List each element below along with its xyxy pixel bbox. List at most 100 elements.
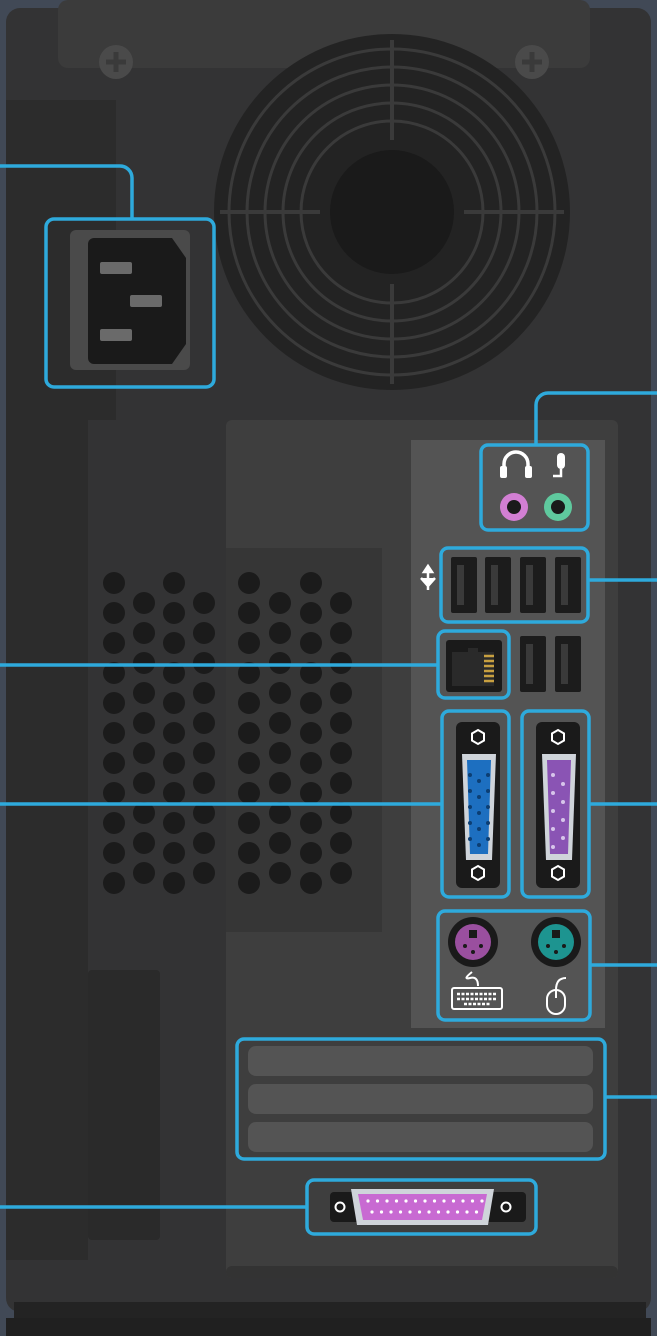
vga-port[interactable]: [456, 722, 500, 888]
vent-hole: [300, 632, 322, 654]
usb-port-2[interactable]: [485, 557, 511, 613]
vent-hole: [103, 872, 125, 894]
serial-pin: [551, 827, 555, 831]
ps2-mouse-port[interactable]: [531, 917, 581, 967]
vga-pin: [486, 821, 490, 825]
keyboard-icon: [451, 971, 503, 1010]
serial-pin: [551, 773, 555, 777]
vent-hole: [163, 692, 185, 714]
vent-hole: [193, 802, 215, 824]
vent-hole: [133, 772, 155, 794]
vent-hole: [163, 812, 185, 834]
vent-hole: [193, 652, 215, 674]
vent-hole: [300, 692, 322, 714]
vent-hole: [103, 662, 125, 684]
vga-pin: [477, 827, 481, 831]
power-callout-line: [0, 164, 134, 219]
parallel-pin: [379, 1210, 384, 1214]
usb-port-5[interactable]: [520, 636, 546, 692]
vent-hole: [238, 602, 260, 624]
vent-hole: [133, 622, 155, 644]
expansion-slots[interactable]: [248, 1046, 593, 1152]
usb-port-6[interactable]: [555, 636, 581, 692]
case-left-lower: [6, 420, 88, 1260]
expansion-slot-1[interactable]: [248, 1046, 593, 1076]
vga-pin: [468, 837, 472, 841]
vent-hole: [238, 842, 260, 864]
serial-pin: [551, 791, 555, 795]
serial-connector-face: [547, 760, 571, 854]
serial-port[interactable]: [536, 722, 580, 888]
usb-port-4[interactable]: [555, 557, 581, 613]
power-socket[interactable]: [70, 230, 190, 370]
vent-hole: [133, 712, 155, 734]
vent-hole: [330, 712, 352, 734]
power-pin-bottom: [100, 329, 132, 341]
vent-hole: [330, 772, 352, 794]
vent-hole: [103, 782, 125, 804]
expansion-slot-3[interactable]: [248, 1122, 593, 1152]
vent-hole: [330, 862, 352, 884]
parallel-pin: [375, 1199, 380, 1203]
vent-hole: [238, 782, 260, 804]
vga-pin: [486, 773, 490, 777]
vga-pin: [468, 789, 472, 793]
usb-icon: [420, 563, 436, 590]
vent-hole: [238, 692, 260, 714]
ethernet-port[interactable]: [446, 640, 502, 692]
vent-hole: [163, 572, 185, 594]
parallel-connector-face: [358, 1194, 487, 1220]
parallel-pin: [413, 1199, 418, 1203]
serial-pin: [561, 818, 565, 822]
vent-hole: [269, 772, 291, 794]
parallel-pin: [480, 1199, 484, 1203]
vent-hole: [238, 872, 260, 894]
vga-pin: [477, 843, 481, 847]
vent-hole: [300, 572, 322, 594]
power-pin-middle: [130, 295, 162, 307]
usb-port-3[interactable]: [520, 557, 546, 613]
vent-hole: [133, 832, 155, 854]
parallel-pin: [474, 1210, 479, 1214]
vent-hole: [163, 872, 185, 894]
serial-pin: [551, 845, 555, 849]
vent-hole: [300, 812, 322, 834]
vent-hole: [163, 662, 185, 684]
vent-hole: [163, 602, 185, 624]
usb-ports[interactable]: [451, 557, 581, 692]
vent-hole: [163, 782, 185, 804]
serial-pin: [551, 809, 555, 813]
vent-hole: [330, 802, 352, 824]
usb-port-1[interactable]: [451, 557, 477, 613]
vent-hole: [103, 842, 125, 864]
vent-hole: [269, 802, 291, 824]
vent-hole: [193, 772, 215, 794]
vent-hole: [238, 572, 260, 594]
parallel-pin: [427, 1210, 431, 1214]
ethernet-pins: [484, 654, 494, 683]
parallel-port[interactable]: [330, 1189, 526, 1225]
parallel-pin: [470, 1199, 475, 1203]
vent-hole: [163, 842, 185, 864]
vent-hole: [163, 752, 185, 774]
vent-hole: [133, 682, 155, 704]
vent-hole: [163, 632, 185, 654]
expansion-slot-2[interactable]: [248, 1084, 593, 1114]
vent-hole: [133, 742, 155, 764]
vent-hole: [300, 842, 322, 864]
ps2-keyboard-port[interactable]: [448, 917, 498, 967]
audio-ports[interactable]: [500, 450, 572, 521]
parallel-pin: [417, 1210, 422, 1214]
vent-hole: [163, 722, 185, 744]
headphone-icon: [500, 450, 532, 478]
vent-hole: [193, 592, 215, 614]
vent-hole: [269, 652, 291, 674]
case-left-strip: [88, 970, 160, 1240]
parallel-pin: [394, 1199, 399, 1203]
parallel-pin: [389, 1210, 393, 1214]
vent-hole: [133, 862, 155, 884]
mouse-icon: [546, 977, 567, 1015]
vent-hole: [238, 662, 260, 684]
serial-pin: [561, 782, 565, 786]
